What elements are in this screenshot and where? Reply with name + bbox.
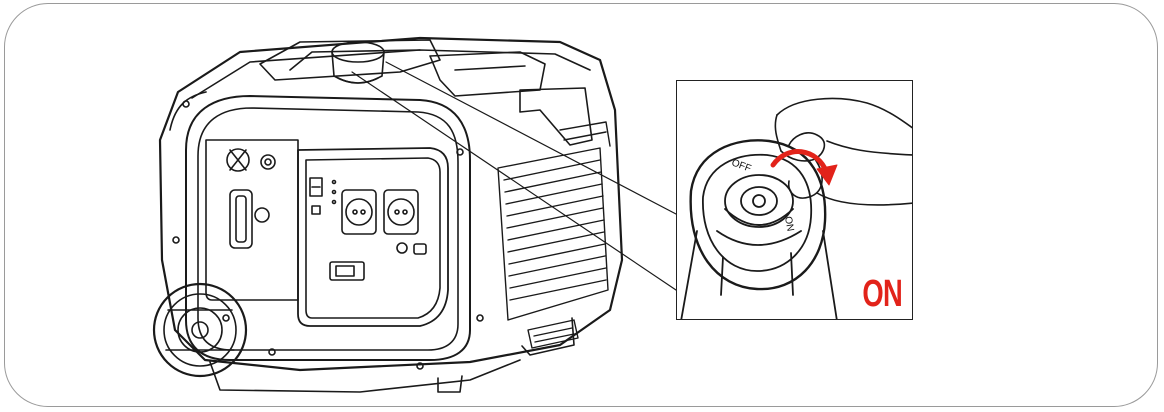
fuel-cap-closeup-inset: OFF ON ON	[676, 80, 913, 320]
fuel-cap	[331, 41, 385, 84]
side-vent-grille	[497, 121, 611, 349]
callout-lines	[351, 61, 677, 291]
state-label-on: ON	[862, 273, 902, 315]
closeup-illustration: OFF ON	[680, 97, 912, 319]
illustration-frame	[4, 3, 1158, 407]
wheel	[152, 282, 248, 378]
rotation-arrow-icon	[770, 149, 838, 186]
dial-label-off: OFF	[730, 157, 753, 174]
dial-label-on: ON	[782, 216, 795, 233]
